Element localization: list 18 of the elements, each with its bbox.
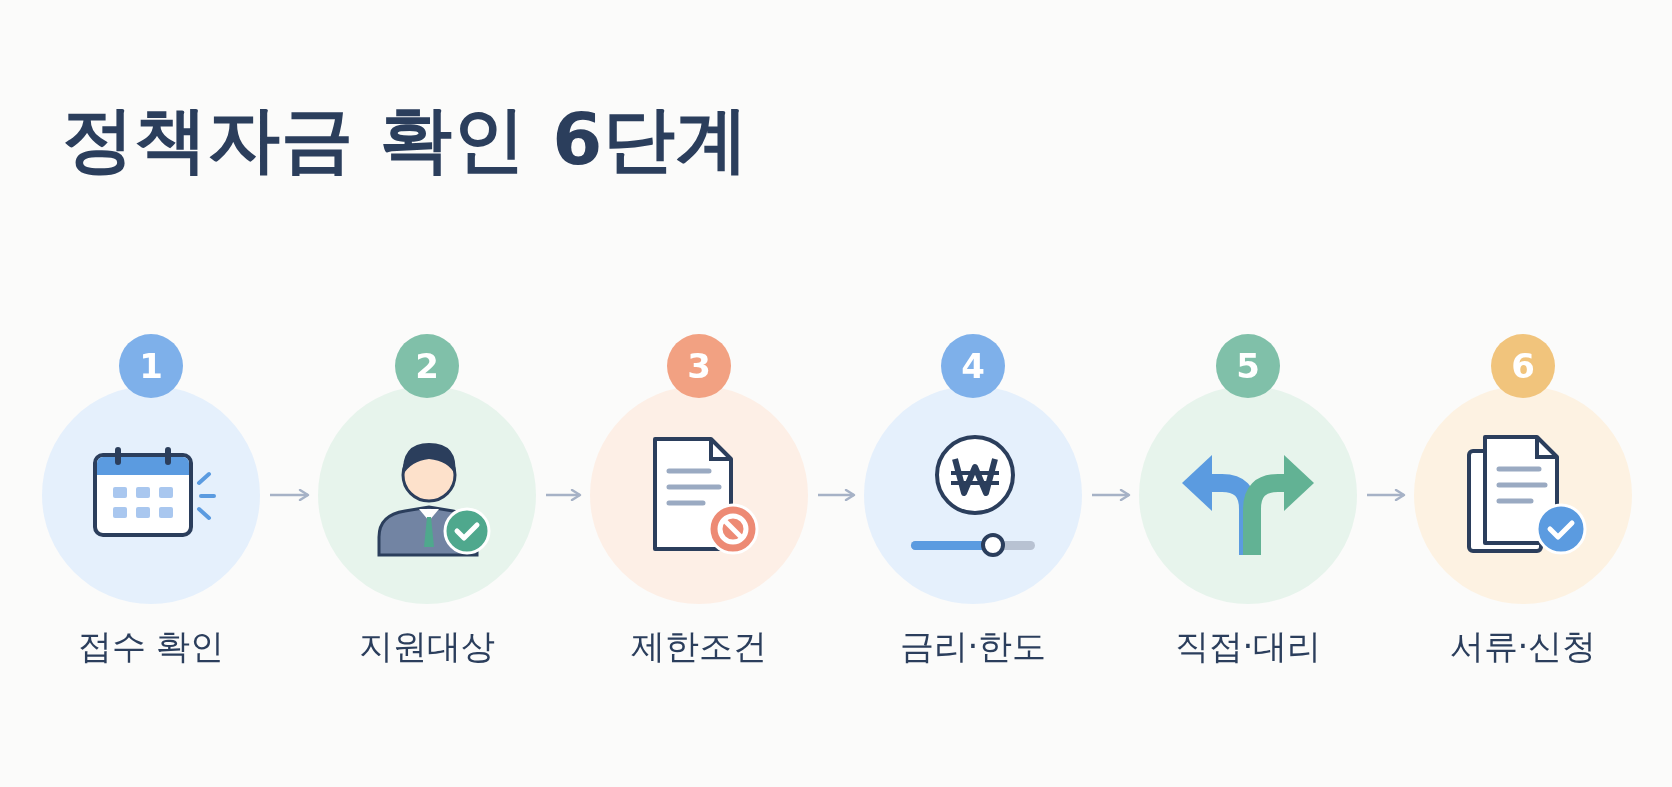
step-number: 6 bbox=[1491, 334, 1555, 398]
arrow bbox=[546, 488, 582, 502]
step-label: 서류·신청 bbox=[1448, 625, 1598, 668]
arrow bbox=[818, 488, 856, 502]
step-number: 1 bbox=[119, 334, 183, 398]
arrow bbox=[1092, 488, 1131, 502]
step-label: 금리·한도 bbox=[898, 625, 1048, 668]
step-label: 제한조건 bbox=[630, 625, 768, 668]
step-label: 직접·대리 bbox=[1173, 625, 1323, 668]
step-label: 접수 확인 bbox=[76, 625, 226, 668]
step-number: 4 bbox=[941, 334, 1005, 398]
arrow bbox=[270, 488, 310, 502]
step-number: 3 bbox=[667, 334, 731, 398]
step-label: 지원대상 bbox=[358, 625, 496, 668]
step-number: 5 bbox=[1216, 334, 1280, 398]
step-number: 2 bbox=[395, 334, 459, 398]
title: 정책자금 확인 6단계 bbox=[62, 96, 750, 183]
arrow bbox=[1367, 488, 1406, 502]
